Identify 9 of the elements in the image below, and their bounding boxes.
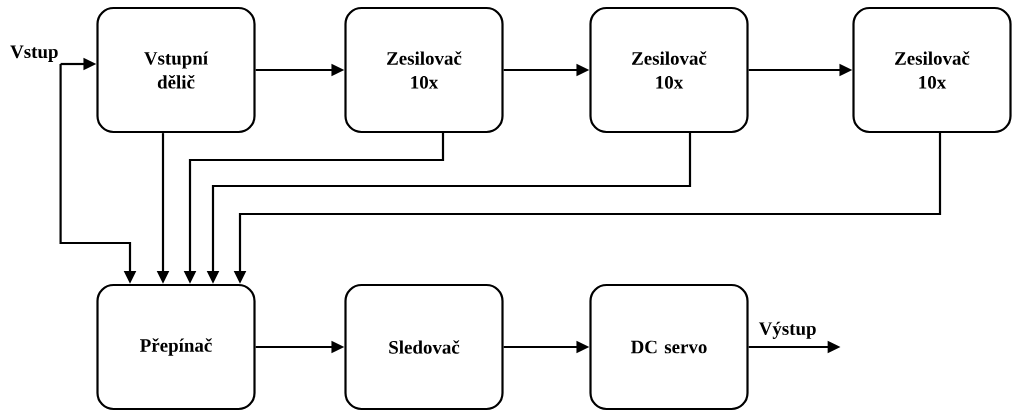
process-box: Zesilovač 10x [344, 6, 504, 134]
process-box: Vstupní dělič [96, 6, 256, 134]
process-box: DC servo [589, 283, 749, 411]
process-box: Zesilovač 10x [589, 6, 749, 134]
input-label: Vstup [10, 45, 58, 62]
process-box: Zesilovač 10x [852, 6, 1012, 134]
edge-label: Výstup [758, 321, 816, 339]
process-box: Přepínač [96, 283, 256, 411]
process-box: Sledovač [344, 283, 504, 411]
